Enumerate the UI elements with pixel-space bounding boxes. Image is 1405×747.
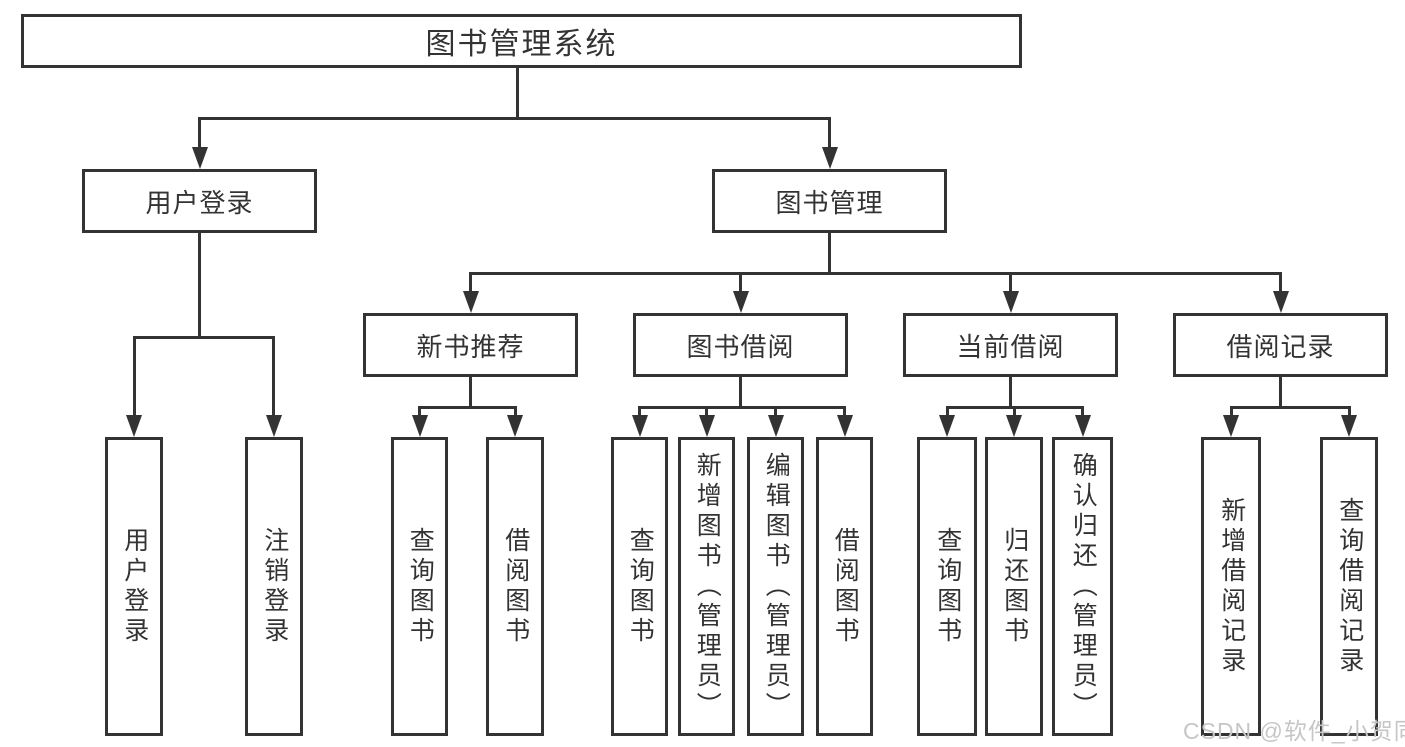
connector-drop-borrow-edit [774,406,777,419]
connector-user-login-horizontal [133,336,275,339]
connector-drop-current-confirm [1081,406,1084,419]
leaf-current-return-books: 归还图书 [985,437,1043,736]
connector-drop-new-book-recommend [469,272,472,295]
arrow-to-recommend-borrow [507,415,523,437]
leaf-borrow-edit-books-admin: 编辑图书（管理员） [747,437,804,736]
arrow-to-borrow-add [699,415,715,437]
connector-drop-leaf-logout [272,336,275,418]
node-user-login: 用户登录 [82,169,317,233]
arrow-to-current-query [939,415,955,437]
connector-drop-recommend-borrow [514,406,517,419]
connector-drop-borrow-borrow [843,406,846,419]
connector-drop-borrow-add [705,406,708,419]
node-borrow-records: 借阅记录 [1173,313,1388,377]
leaf-borrow-borrow-books: 借阅图书 [816,437,873,736]
node-new-book-recommend: 新书推荐 [363,313,578,377]
connector-new-book-recommend-stem [469,377,472,409]
arrow-to-book-borrow [733,291,749,313]
arrow-to-borrow-query [632,415,648,437]
node-current-borrow: 当前借阅 [903,313,1118,377]
connector-root-horizontal [198,117,831,120]
connector-book-management-horizontal [469,272,1282,275]
leaf-records-query-borrow-record: 查询借阅记录 [1320,437,1378,736]
connector-borrow-records-stem [1279,377,1282,409]
connector-group-records-horizontal [1230,406,1351,409]
connector-drop-records-query [1348,406,1351,419]
connector-book-management-stem [828,233,831,274]
csdn-watermark: CSDN @软件_小贺同学 [1183,718,1405,744]
connector-drop-user-login [198,117,201,150]
arrow-to-new-book-recommend [463,291,479,313]
connector-drop-borrow-query [638,406,641,419]
arrow-to-borrow-edit [768,415,784,437]
connector-drop-recommend-query [418,406,421,419]
leaf-user-login: 用户登录 [105,437,163,736]
leaf-borrow-add-books-admin: 新增图书（管理员） [678,437,735,736]
node-book-borrow: 图书借阅 [633,313,848,377]
arrow-to-recommend-query [412,415,428,437]
leaf-borrow-query-books: 查询图书 [611,437,668,736]
connector-drop-borrow-records [1279,272,1282,295]
arrow-to-records-query [1341,415,1357,437]
connector-drop-current-query [946,406,949,419]
node-library-system: 图书管理系统 [21,14,1022,68]
arrow-to-leaf-user-login [126,415,142,437]
connector-drop-book-borrow [739,272,742,295]
connector-user-login-stem [198,233,201,338]
connector-drop-leaf-user-login [133,336,136,418]
connector-group-borrow-horizontal [638,406,846,409]
connector-root-stem [516,68,519,119]
arrow-to-user-login [192,147,208,169]
leaf-recommend-query-books: 查询图书 [391,437,448,736]
node-book-management: 图书管理 [712,169,947,233]
arrow-to-records-add [1223,415,1239,437]
arrow-to-current-return [1006,415,1022,437]
arrow-to-borrow-records [1273,291,1289,313]
connector-group-recommend-horizontal [418,406,517,409]
arrow-to-leaf-logout [266,415,282,437]
leaf-current-query-books: 查询图书 [917,437,977,736]
connector-drop-records-add [1230,406,1233,419]
arrow-to-current-confirm [1075,415,1091,437]
connector-drop-current-borrow [1009,272,1012,295]
leaf-recommend-borrow-books: 借阅图书 [486,437,544,736]
leaf-logout-login: 注销登录 [245,437,303,736]
leaf-current-confirm-return-admin: 确认归还（管理员） [1052,437,1113,736]
arrow-to-book-management [822,147,838,169]
leaf-records-add-borrow-record: 新增借阅记录 [1201,437,1261,736]
connector-book-borrow-stem [739,377,742,409]
connector-current-borrow-stem [1009,377,1012,409]
arrow-to-borrow-borrow [837,415,853,437]
connector-drop-current-return [1013,406,1016,419]
connector-drop-book-management [828,117,831,150]
arrow-to-current-borrow [1003,291,1019,313]
